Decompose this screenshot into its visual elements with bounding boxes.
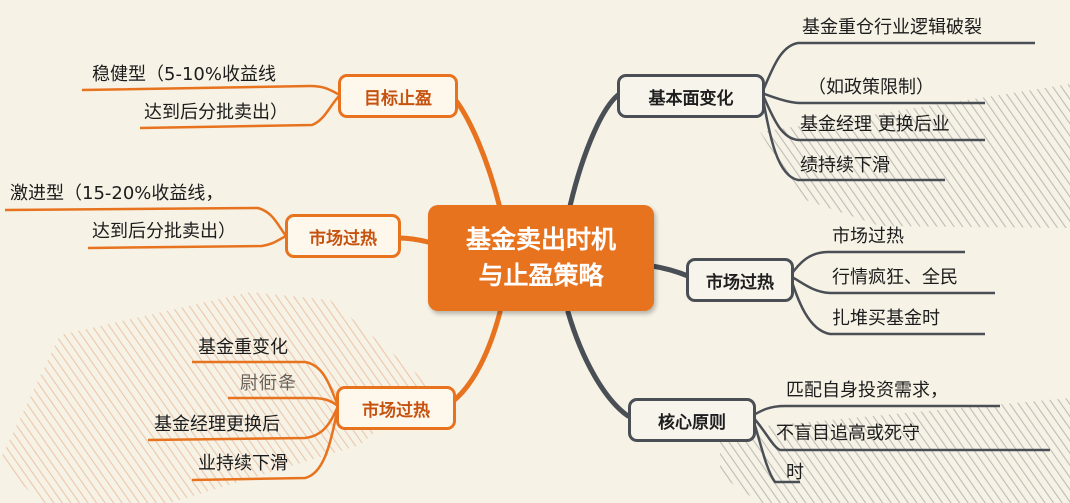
branch-overheat-left: 市场过热: [285, 214, 401, 258]
orange-shading-bottom-left: [0, 292, 430, 503]
connector-center-to-overheat-bottom: [449, 309, 503, 405]
central-topic-line2: 与止盈策略: [478, 261, 604, 290]
fundamental-leaf-2: （如政策限制）: [808, 77, 934, 98]
overheat-left-leaf-1: 激进型（15-20%收益线，: [10, 183, 224, 204]
target-leaf-lines: [81, 84, 341, 130]
branch-fundamental-change: 基本面变化: [617, 74, 765, 118]
overheat-right-leaf-2: 行情疯狂、全民: [832, 267, 958, 288]
connector-center-to-overheat-right: [649, 263, 691, 279]
fundamental-leaf-3: 基金经理 更换后业: [800, 114, 950, 135]
overheat-bottom-leaf-3: 基金经理更换后: [154, 414, 280, 435]
overheat-right-leaf-3: 扎堆买基金时: [832, 308, 940, 329]
fundamental-leaf-4: 绩持续下滑: [800, 155, 890, 176]
connector-center-to-fundamentals: [565, 92, 621, 218]
connector-center-to-target: [451, 95, 503, 211]
branch-target-profit: 目标止盈: [338, 74, 458, 118]
principle-leaf-3: 时: [786, 462, 804, 483]
target-leaf-2: 达到后分批卖出）: [144, 102, 288, 123]
target-leaf-1: 稳健型（5-10%收益线: [92, 64, 276, 85]
branch-core-principle: 核心原则: [628, 398, 756, 442]
overheat-bottom-leaf-lines: [147, 360, 340, 482]
fundamental-leaf-1: 基金重仓行业逻辑破裂: [802, 17, 982, 38]
principle-leaf-1: 匹配自身投资需求，: [786, 380, 948, 401]
branch-overheat-bottom-left: 市场过热: [336, 386, 456, 430]
overheat-left-leaf-2: 达到后分批卖出）: [92, 221, 236, 242]
gray-shading-top-right: [760, 84, 1070, 228]
connector-center-to-principle: [565, 309, 631, 419]
principle-leaf-2: 不盲目追高或死守: [776, 423, 920, 444]
central-topic-line1: 基金卖出时机: [465, 225, 616, 254]
branch-overheat-right: 市场过热: [686, 258, 794, 302]
overheat-bottom-leaf-1: 基金重变化: [198, 337, 288, 358]
overheat-bottom-leaf-4: 业持续下滑: [198, 453, 288, 474]
connector-center-to-overheat-left: [395, 235, 431, 245]
overheat-right-leaf-1: 市场过热: [832, 226, 904, 247]
overheat-left-leaf-lines: [4, 206, 288, 250]
overheat-bottom-leaf-2: 尉衐夅: [240, 373, 297, 394]
central-topic: 基金卖出时机 与止盈策略: [428, 205, 654, 311]
